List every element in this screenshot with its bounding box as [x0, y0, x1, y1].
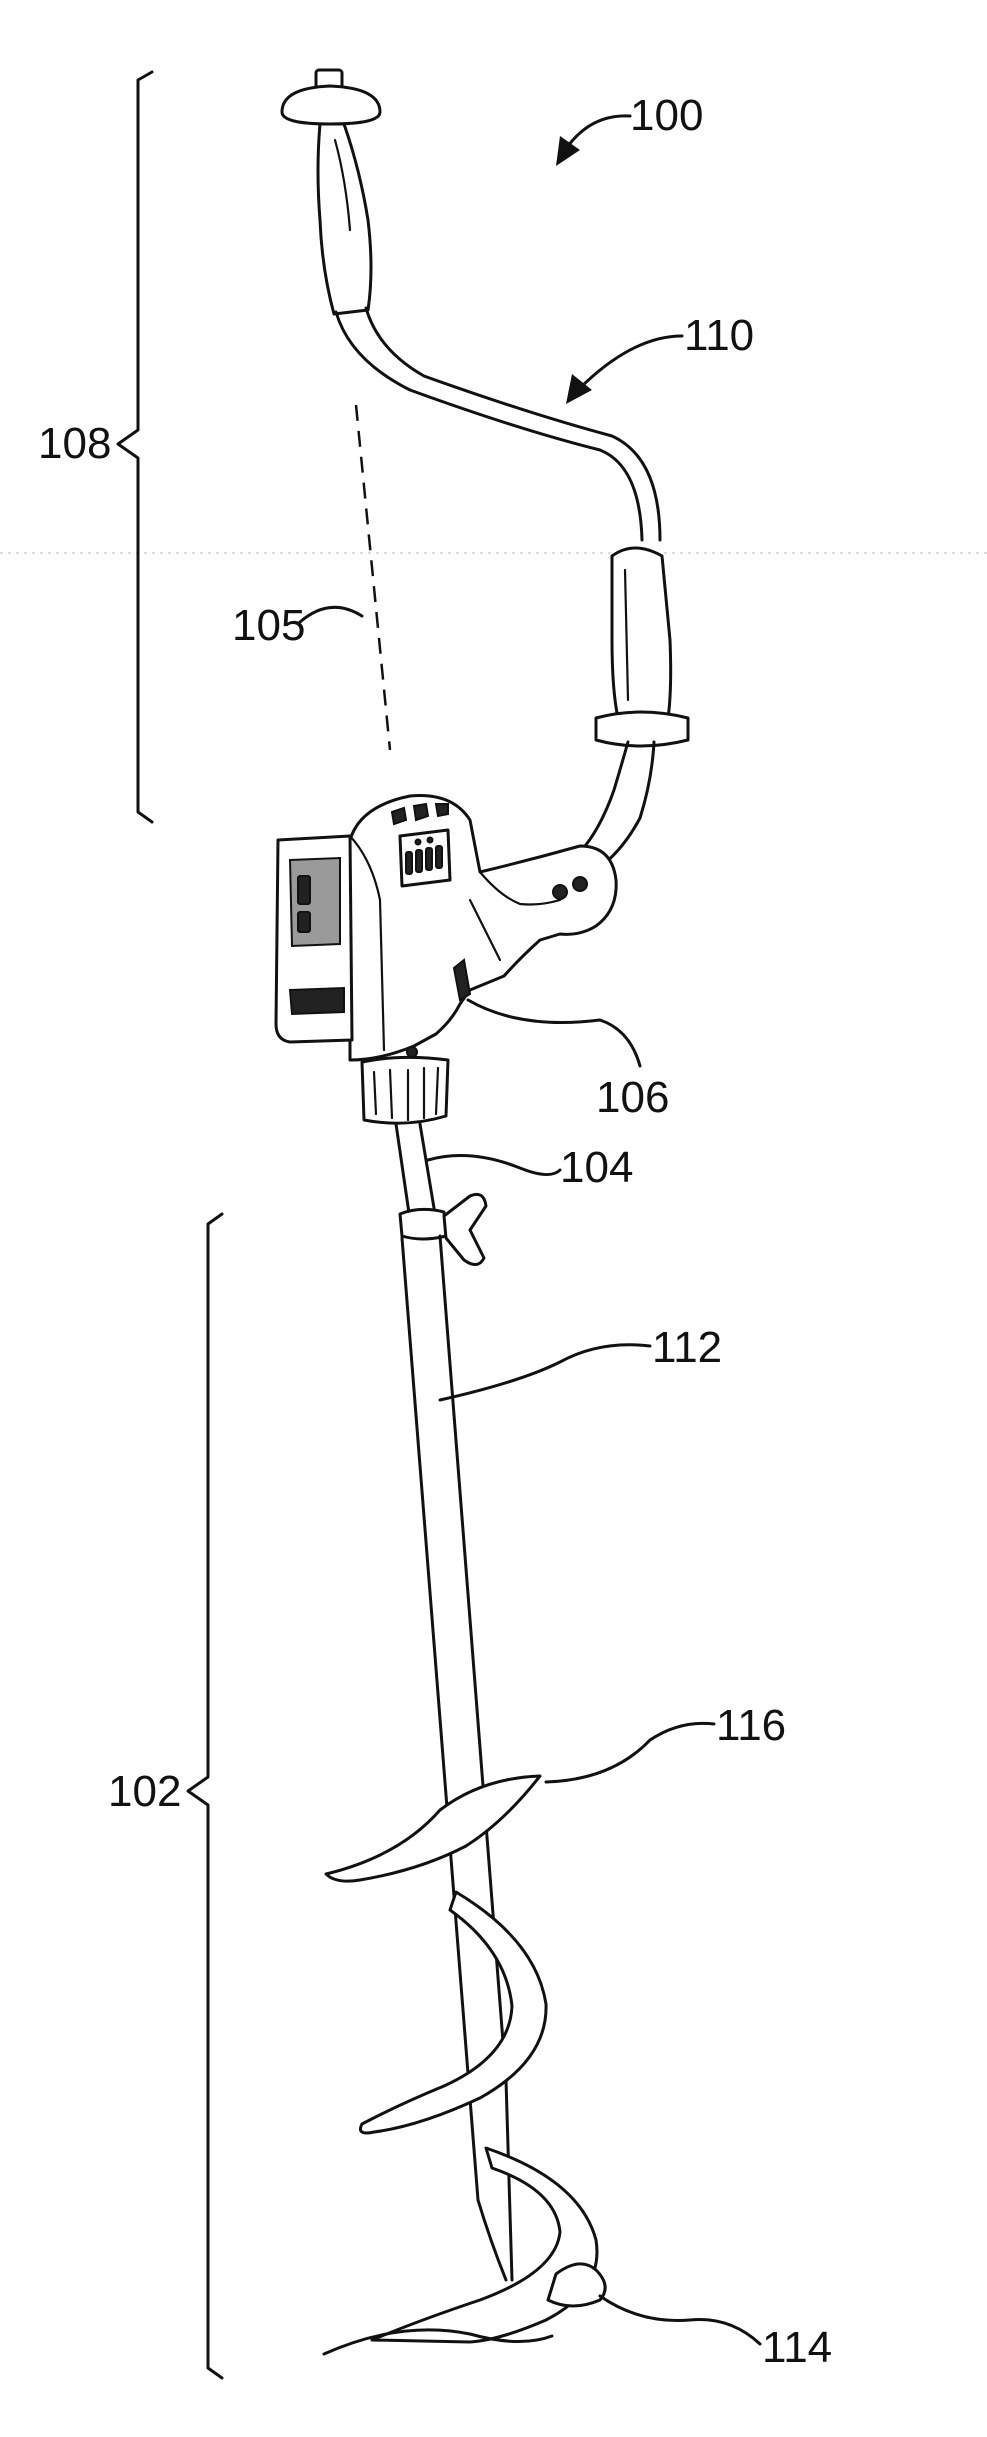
chuck-collar: [362, 1047, 448, 1123]
ref-116: 116: [716, 1701, 786, 1750]
arrowhead-100: [556, 136, 580, 166]
leader-112: [440, 1345, 650, 1400]
ref-105: 105: [232, 601, 305, 650]
bracket-108: [118, 72, 152, 822]
ref-114: 114: [762, 2323, 832, 2372]
ref-100: 100: [630, 91, 703, 140]
drive-shaft: [396, 1124, 436, 1220]
crank-rod: [336, 308, 660, 540]
axis-line-105: [356, 405, 390, 750]
auger-flighting: [324, 1776, 605, 2354]
ref-108: 108: [38, 419, 111, 468]
ref-104: 104: [560, 1143, 633, 1192]
bracket-102: [188, 1214, 222, 2378]
wing-clamp: [400, 1194, 486, 1264]
ref-106: 106: [596, 1073, 669, 1122]
side-grip: [580, 548, 688, 870]
leader-106: [468, 1000, 640, 1066]
leader-100: [568, 116, 630, 146]
power-head: [350, 796, 616, 1061]
leader-110: [578, 336, 682, 390]
leader-104: [428, 1156, 560, 1175]
leader-105: [300, 607, 362, 622]
leader-116: [546, 1723, 714, 1782]
ref-112: 112: [652, 1323, 722, 1372]
top-handle: [282, 70, 380, 314]
leader-114: [600, 2296, 760, 2344]
ref-102: 102: [108, 1767, 181, 1816]
ref-110: 110: [684, 311, 754, 360]
